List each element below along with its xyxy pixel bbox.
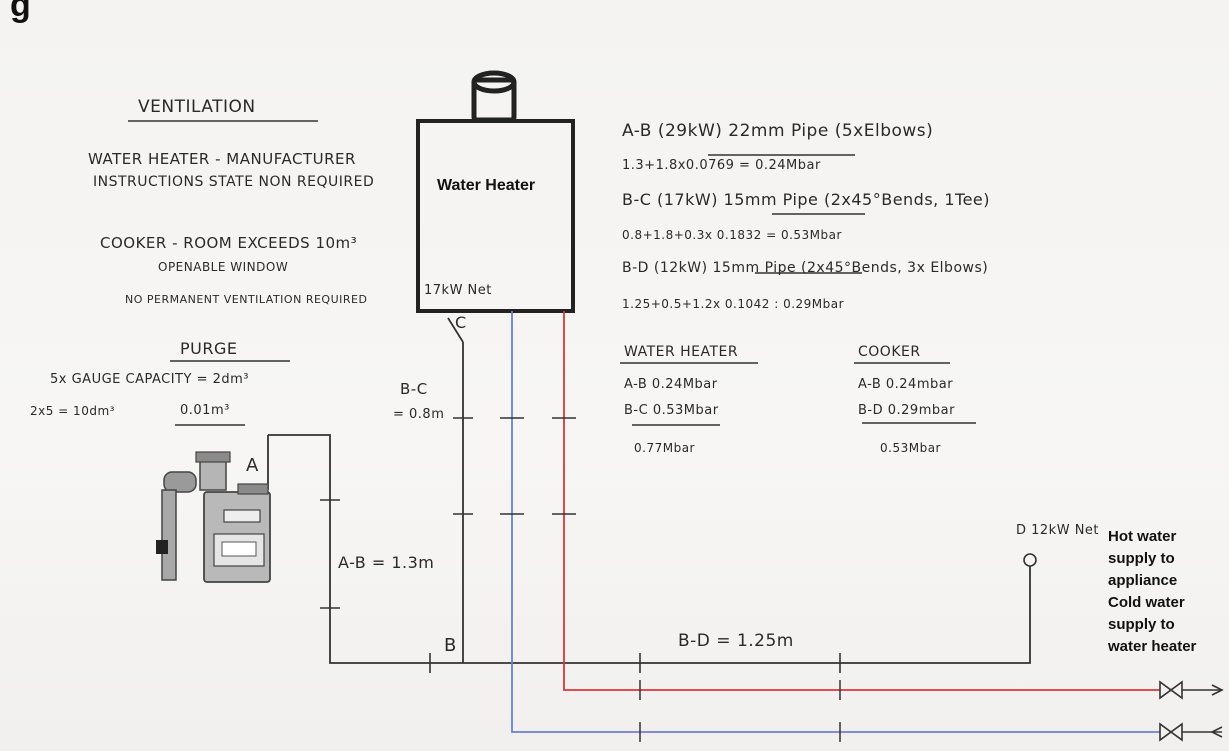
ventilation-water-heater-line1: WATER HEATER - MANUFACTURER [88,150,356,168]
purge-line2-left: 2x5 = 10dm³ [30,404,115,418]
cold-supply-line1: Cold water [1108,594,1185,611]
run-b-d-label: B-D = 1.25m [678,631,794,651]
supply-valves [1159,680,1224,742]
cooker-totals-row2: B-D 0.29mbar [858,403,955,418]
purge-line1: 5x GAUGE CAPACITY = 2dm³ [50,372,249,387]
run-b-c-length: = 0.8m [393,407,445,422]
point-d-label: D 12kW Net [1016,523,1100,538]
hot-supply-line3: appliance [1108,572,1178,589]
cold-supply-valve-icon [1159,722,1183,742]
cooker-totals-heading: COOKER [858,344,921,360]
calc1-title: A-B (29kW) 22mm Pipe (5xElbows) [622,121,934,141]
calc3-formula: 1.25+0.5+1.2x 0.1042 : 0.29Mbar [622,297,845,311]
water-heater-rating: 17kW Net [424,283,492,298]
ventilation-cooker-line2: OPENABLE WINDOW [158,260,289,274]
water-heater-totals-heading: WATER HEATER [624,344,739,360]
water-heater-totals-row2: B-C 0.53Mbar [624,403,719,418]
cooker-connection-point [1023,553,1037,567]
gas-meter-icon [156,451,271,583]
water-heater-totals-total: 0.77Mbar [634,441,695,455]
cooker-totals-row1: A-B 0.24mbar [858,377,954,392]
point-b-label: B [444,635,457,656]
hot-supply-arrow-icon [1211,684,1224,696]
run-b-c-label: B-C [400,380,428,398]
cold-supply-line3: water heater [1108,638,1197,655]
purge-line2-right: 0.01m³ [180,403,230,418]
page-title: g [10,0,31,24]
hot-supply-valve-icon [1159,680,1183,700]
ventilation-water-heater-line2: INSTRUCTIONS STATE NON REQUIRED [93,174,375,190]
purge-heading: PURGE [180,339,238,358]
run-a-b-label: A-B = 1.3m [338,553,435,572]
gas-isolation-valve [447,317,464,343]
water-heater-box [416,119,575,313]
ventilation-cooker-line1: COOKER - ROOM EXCEEDS 10m³ [100,234,358,252]
water-pipe-ticks [500,417,841,742]
calc2-formula: 0.8+1.8+0.3x 0.1832 = 0.53Mbar [622,228,842,242]
cold-supply-arrow-icon [1210,726,1223,738]
ventilation-heading: VENTILATION [138,97,256,117]
water-heater-label: Water Heater [437,177,536,194]
point-c-label: C [455,313,467,332]
gas-main-pipe [268,434,1031,664]
cooker-totals-total: 0.53Mbar [880,441,941,455]
hot-supply-line1: Hot water [1108,528,1177,545]
water-heater-totals-row1: A-B 0.24Mbar [624,377,718,392]
cold-water-pipe [511,311,1160,733]
hot-water-pipe [563,311,1160,691]
hot-supply-line2: supply to [1108,550,1175,567]
calc1-formula: 1.3+1.8x0.0769 = 0.24Mbar [622,158,821,173]
calc3-title: B-D (12kW) 15mm Pipe (2x45°Bends, 3x Elb… [622,260,989,276]
gas-pipework [267,317,1031,664]
point-a-label: A [246,455,259,476]
ventilation-cooker-line3: NO PERMANENT VENTILATION REQUIRED [125,293,368,306]
calc2-title: B-C (17kW) 15mm Pipe (2x45°Bends, 1Tee) [622,190,991,209]
cold-supply-line2: supply to [1108,616,1175,633]
pipe-ticks [320,417,841,673]
supply-labels: Hot water supply to appliance Cold water… [1108,526,1196,658]
flue-cap [471,70,517,94]
